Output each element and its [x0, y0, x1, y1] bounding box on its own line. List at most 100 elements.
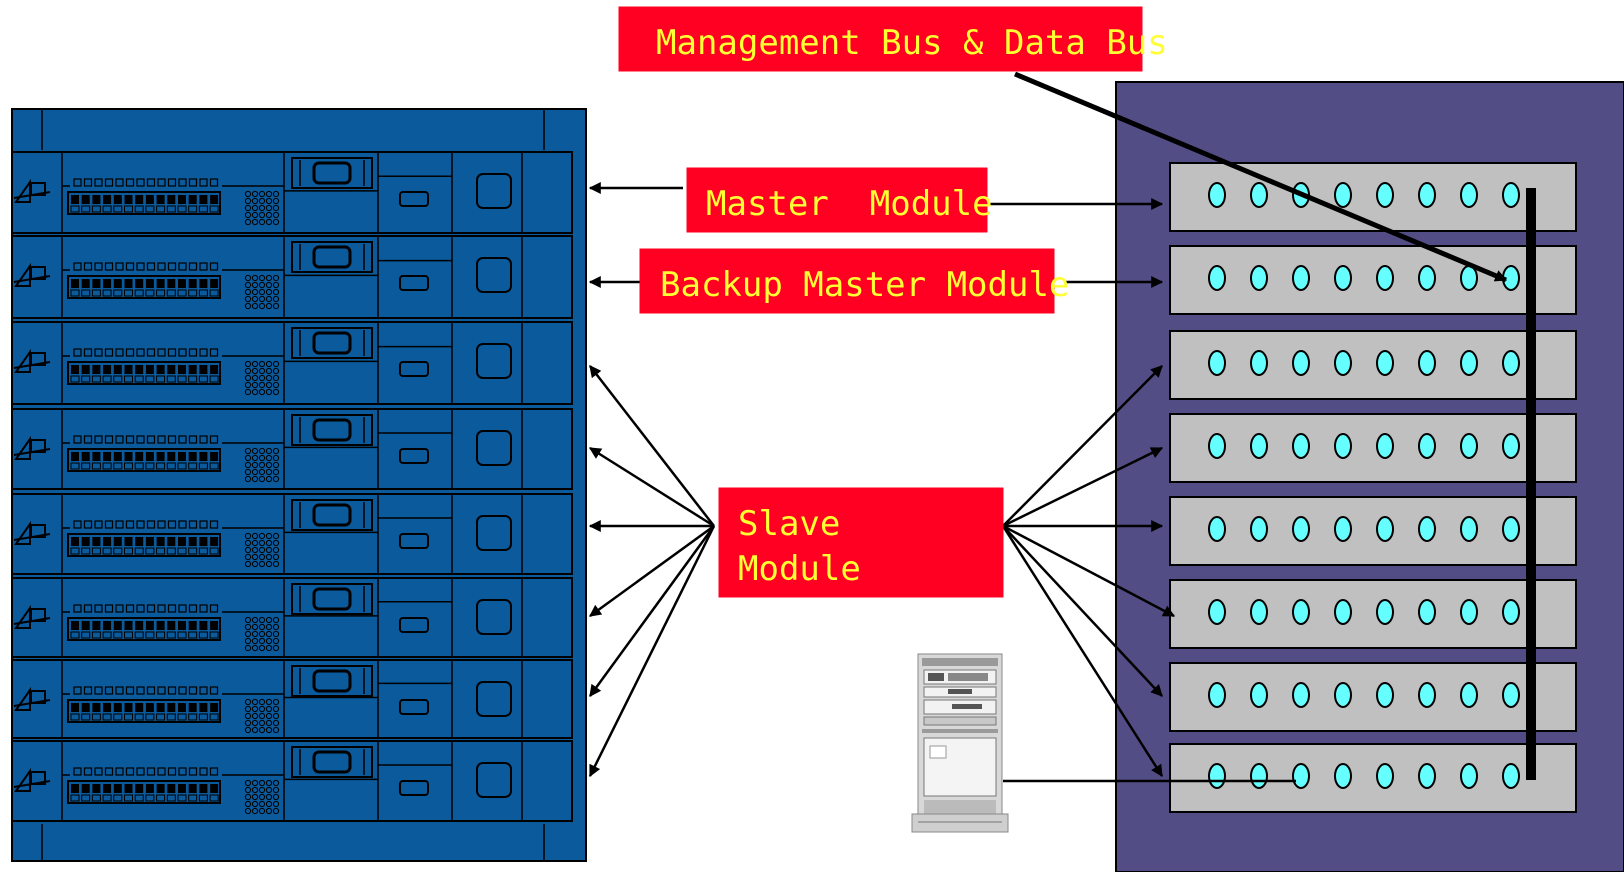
- status-led: [1250, 516, 1268, 542]
- status-led: [1334, 350, 1352, 376]
- status-led: [1376, 763, 1394, 789]
- status-led: [1334, 265, 1352, 291]
- status-led: [1460, 682, 1478, 708]
- module-unit: [11, 235, 573, 319]
- module-logo-icon: [13, 686, 51, 711]
- status-led: [1208, 682, 1226, 708]
- slot-module: [1169, 579, 1577, 649]
- status-led: [1460, 763, 1478, 789]
- status-led: [1502, 182, 1520, 208]
- status-led: [1460, 599, 1478, 625]
- status-led: [1460, 433, 1478, 459]
- status-led: [1250, 682, 1268, 708]
- status-led: [1292, 350, 1310, 376]
- bus-label-text: Management Bus & Data Bus: [656, 23, 1168, 63]
- status-led: [1376, 182, 1394, 208]
- status-led: [1418, 599, 1436, 625]
- module-logo-icon: [13, 262, 51, 287]
- slot-module: [1169, 413, 1577, 483]
- module-logo-icon: [13, 520, 51, 545]
- connectors: [588, 71, 1508, 783]
- bus-label: Management Bus & Data Bus: [618, 6, 1168, 72]
- module-unit: [11, 659, 573, 739]
- status-led: [1292, 265, 1310, 291]
- module-unit: [11, 408, 573, 490]
- status-led: [1334, 682, 1352, 708]
- status-led: [1334, 516, 1352, 542]
- master-label-text: Master Module: [706, 184, 993, 224]
- status-led: [1502, 682, 1520, 708]
- backup-label-text: Backup Master Module: [660, 265, 1069, 305]
- status-led: [1376, 516, 1394, 542]
- status-led: [1418, 350, 1436, 376]
- status-led: [1208, 763, 1226, 789]
- status-led: [1334, 182, 1352, 208]
- slot-module: [1169, 330, 1577, 400]
- status-led: [1208, 350, 1226, 376]
- backup-label: Backup Master Module: [639, 248, 1069, 314]
- status-led: [1292, 433, 1310, 459]
- status-led: [1208, 516, 1226, 542]
- slave-label-line2: Module: [738, 549, 861, 589]
- module-unit: [11, 577, 573, 658]
- module-logo-icon: [13, 178, 51, 203]
- slot-module: [1169, 662, 1577, 732]
- status-led: [1502, 433, 1520, 459]
- right-rack: [1115, 81, 1624, 872]
- slave-label: Slave Module: [718, 487, 1004, 598]
- module-logo-icon: [13, 348, 51, 373]
- slot-module: [1169, 743, 1577, 813]
- status-led: [1208, 265, 1226, 291]
- status-led: [1502, 516, 1520, 542]
- status-led: [1292, 516, 1310, 542]
- server-tower-icon: [911, 653, 1009, 833]
- master-label: Master Module: [686, 167, 993, 233]
- status-led: [1250, 182, 1268, 208]
- status-led: [1250, 763, 1268, 789]
- slot-module: [1169, 245, 1577, 315]
- module-logo-icon: [13, 435, 51, 460]
- status-led: [1250, 599, 1268, 625]
- status-led: [1250, 265, 1268, 291]
- status-led: [1460, 350, 1478, 376]
- status-led: [1502, 763, 1520, 789]
- status-led: [1292, 682, 1310, 708]
- status-led: [1208, 433, 1226, 459]
- bus-line: [1526, 188, 1536, 780]
- status-led: [1418, 516, 1436, 542]
- status-led: [1376, 599, 1394, 625]
- status-led: [1502, 350, 1520, 376]
- status-led: [1460, 265, 1478, 291]
- status-led: [1418, 682, 1436, 708]
- bus-pointer-line: [1014, 71, 1508, 283]
- status-led: [1376, 265, 1394, 291]
- module-unit: [11, 151, 573, 234]
- status-led: [1418, 433, 1436, 459]
- status-led: [1418, 265, 1436, 291]
- status-led: [1418, 763, 1436, 789]
- slot-module: [1169, 496, 1577, 566]
- status-led: [1376, 682, 1394, 708]
- status-led: [1376, 350, 1394, 376]
- status-led: [1250, 433, 1268, 459]
- status-led: [1418, 182, 1436, 208]
- status-led: [1250, 350, 1268, 376]
- module-logo-icon: [13, 604, 51, 629]
- status-led: [1292, 599, 1310, 625]
- status-led: [1502, 599, 1520, 625]
- status-led: [1208, 182, 1226, 208]
- status-led: [1334, 433, 1352, 459]
- status-led: [1376, 433, 1394, 459]
- status-led: [1334, 763, 1352, 789]
- module-logo-icon: [13, 767, 51, 792]
- status-led: [1460, 182, 1478, 208]
- status-led: [1208, 599, 1226, 625]
- left-rack: [11, 108, 587, 862]
- module-unit: [11, 493, 573, 575]
- module-unit: [11, 321, 573, 405]
- slot-module: [1169, 162, 1577, 232]
- status-led: [1460, 516, 1478, 542]
- status-led: [1292, 763, 1310, 789]
- slave-label-line1: Slave: [738, 504, 840, 544]
